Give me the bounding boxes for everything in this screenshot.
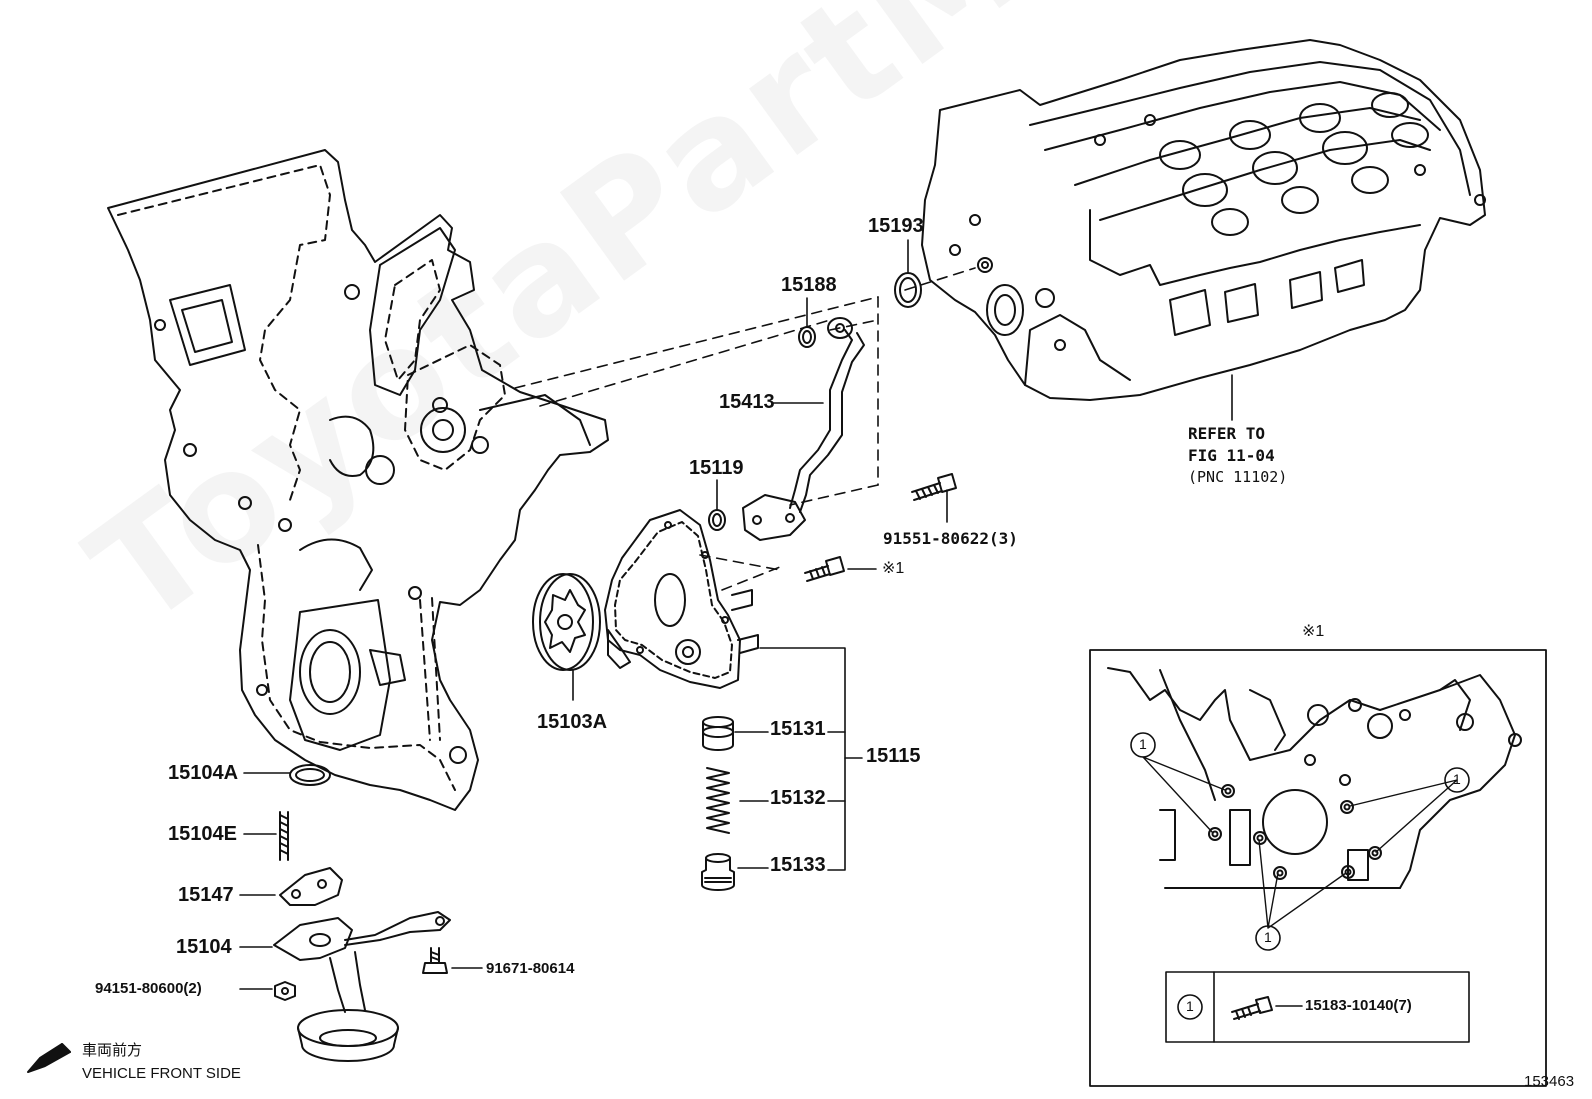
label-15188: 15188 bbox=[781, 274, 837, 296]
stud-15104E bbox=[279, 811, 289, 861]
legend-callout-number: 1 bbox=[1186, 998, 1194, 1014]
refer-line-2: FIG 11-04 bbox=[1188, 446, 1275, 465]
label-15193: 15193 bbox=[868, 215, 924, 237]
callout-number-1: 1 bbox=[1139, 736, 1147, 752]
timing-chain-cover bbox=[107, 149, 609, 811]
refer-line-3: (PNC 11102) bbox=[1188, 468, 1288, 486]
plug-15133 bbox=[701, 853, 735, 891]
bolt-ref1 bbox=[804, 556, 845, 582]
label-91671-80614: 91671-80614 bbox=[486, 960, 575, 977]
cylinder-block bbox=[921, 39, 1486, 401]
o-ring-15119 bbox=[708, 509, 726, 531]
relief-valve-15131 bbox=[702, 716, 734, 751]
label-15413: 15413 bbox=[719, 391, 775, 413]
callout-circle-1 bbox=[1130, 732, 1156, 758]
detail-legend-box bbox=[1165, 971, 1470, 1043]
oil-strainer-15104 bbox=[273, 911, 451, 1062]
o-ring-15193 bbox=[894, 272, 922, 308]
oil-pipe bbox=[742, 317, 865, 541]
bolt-91551 bbox=[911, 473, 957, 501]
front-label-jp: 車両前方 bbox=[82, 1042, 143, 1059]
detail-title: ※1 bbox=[1302, 623, 1325, 640]
oil-pump-rotor bbox=[532, 573, 601, 671]
label-15104: 15104 bbox=[176, 936, 232, 958]
refer-line-1: REFER TO bbox=[1188, 424, 1266, 443]
callout-number-3: 1 bbox=[1264, 929, 1272, 945]
callout-circle-3 bbox=[1255, 925, 1281, 951]
nut-94151 bbox=[274, 981, 296, 1001]
front-label-en: VEHICLE FRONT SIDE bbox=[82, 1065, 241, 1082]
label-15103A: 15103A bbox=[537, 711, 608, 733]
label-15131: 15131 bbox=[770, 718, 826, 740]
gasket-15147 bbox=[279, 867, 343, 906]
label-ref1: ※1 bbox=[882, 560, 905, 577]
gasket-15104A bbox=[289, 764, 331, 786]
callout-circle-2 bbox=[1444, 767, 1470, 793]
label-15119: 15119 bbox=[689, 457, 744, 479]
detail-leaders bbox=[1142, 756, 1458, 929]
label-15133: 15133 bbox=[770, 854, 826, 876]
bolt-91671 bbox=[422, 947, 448, 974]
detail-view-box bbox=[1089, 649, 1547, 1087]
bracket-15115 bbox=[759, 647, 863, 871]
vehicle-front-arrow bbox=[27, 1043, 71, 1073]
label-15147: 15147 bbox=[178, 884, 234, 906]
callout-number-2: 1 bbox=[1453, 771, 1461, 787]
label-15115: 15115 bbox=[866, 745, 921, 767]
spring-15132 bbox=[706, 767, 730, 834]
label-91551-80622: 91551-80622(3) bbox=[883, 529, 1018, 548]
oil-pump-body bbox=[604, 509, 759, 689]
legend-part-15183: 15183-10140(7) bbox=[1305, 997, 1412, 1014]
o-ring-15188 bbox=[798, 326, 816, 348]
label-15132: 15132 bbox=[770, 787, 826, 809]
label-94151-80600: 94151-80600(2) bbox=[95, 980, 202, 997]
figure-number: 153463 bbox=[1524, 1073, 1575, 1090]
label-15104A: 15104A bbox=[168, 762, 239, 784]
label-15104E: 15104E bbox=[168, 823, 237, 845]
